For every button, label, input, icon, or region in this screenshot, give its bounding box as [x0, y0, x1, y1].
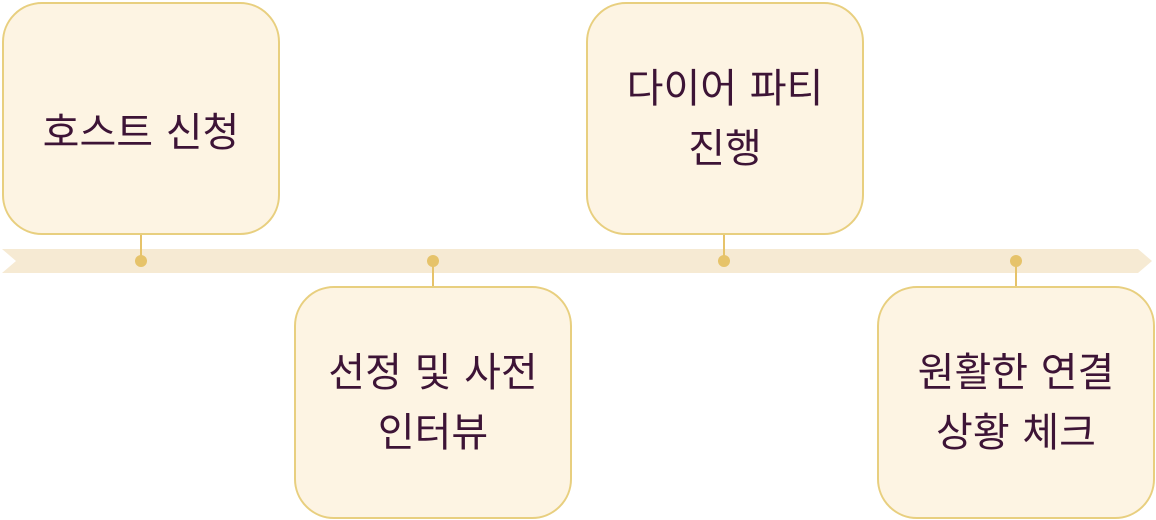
marker-dot-3	[718, 255, 730, 267]
step-label: 원활한 연결 상황 체크	[917, 349, 1115, 456]
marker-dot-1	[135, 255, 147, 267]
marker-dot-2	[427, 255, 439, 267]
step-card-4: 원활한 연결 상황 체크	[877, 286, 1155, 519]
step-card-3: 다이어 파티 진행	[586, 2, 864, 235]
step-card-2: 선정 및 사전 인터뷰	[294, 286, 572, 519]
step-label: 호스트 신청	[42, 109, 240, 156]
step-label: 선정 및 사전 인터뷰	[328, 349, 538, 456]
marker-dot-4	[1010, 255, 1022, 267]
step-card-1: 호스트 신청	[2, 2, 280, 235]
step-label: 다이어 파티 진행	[626, 65, 824, 172]
timeline-band	[2, 249, 1152, 273]
